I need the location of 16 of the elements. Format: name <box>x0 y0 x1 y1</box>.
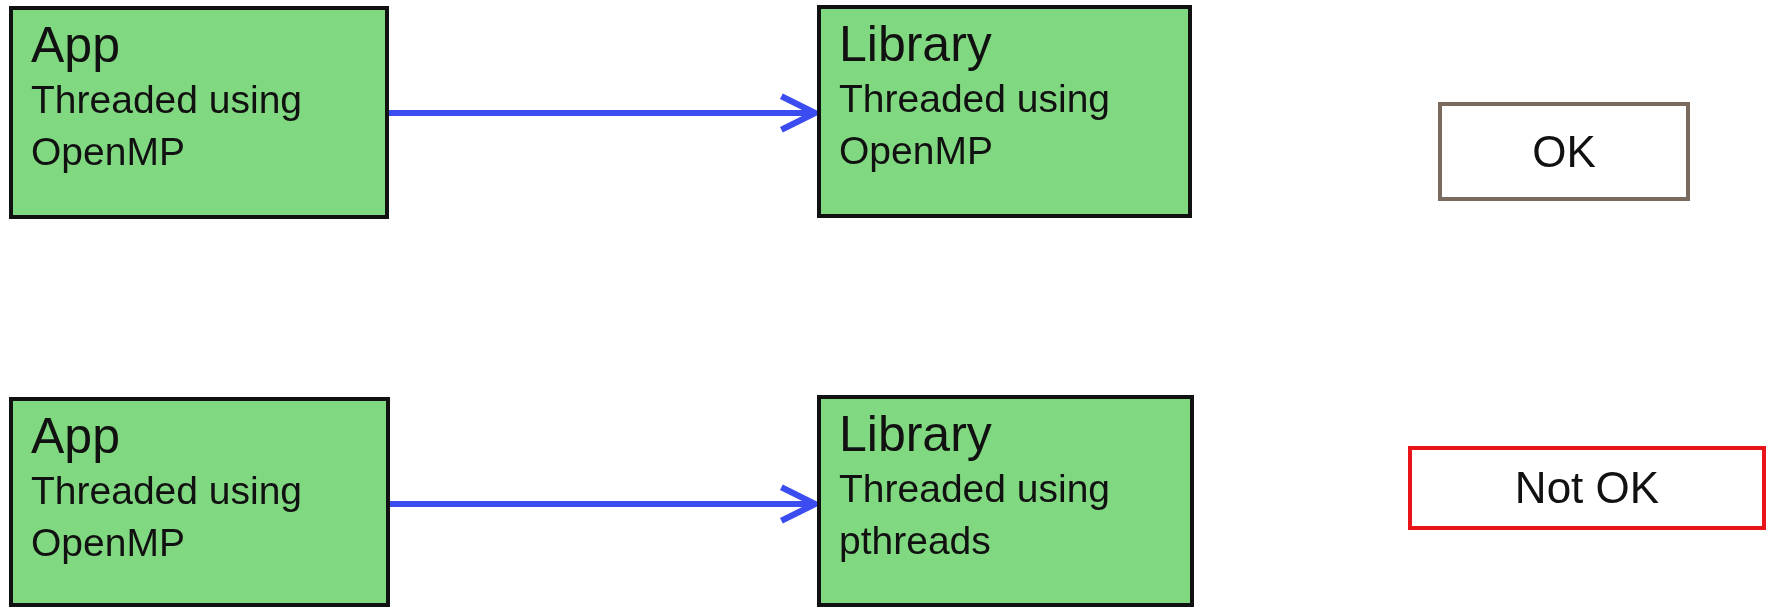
component-description: Threaded using pthreads <box>839 466 1112 564</box>
component-box <box>9 6 389 219</box>
component-name: Library <box>839 405 993 463</box>
component-box <box>817 5 1192 218</box>
component-box <box>9 397 390 607</box>
component-description: Threaded using OpenMP <box>31 77 304 175</box>
arrow <box>389 93 819 133</box>
component-name: App <box>31 407 121 465</box>
status-box: OK <box>1438 102 1690 201</box>
arrow <box>390 484 819 524</box>
component-description: Threaded using OpenMP <box>839 76 1112 174</box>
component-box <box>817 395 1194 607</box>
component-name: App <box>31 16 121 74</box>
component-description: Threaded using OpenMP <box>31 468 304 566</box>
status-box: Not OK <box>1408 446 1766 530</box>
component-name: Library <box>839 15 993 73</box>
